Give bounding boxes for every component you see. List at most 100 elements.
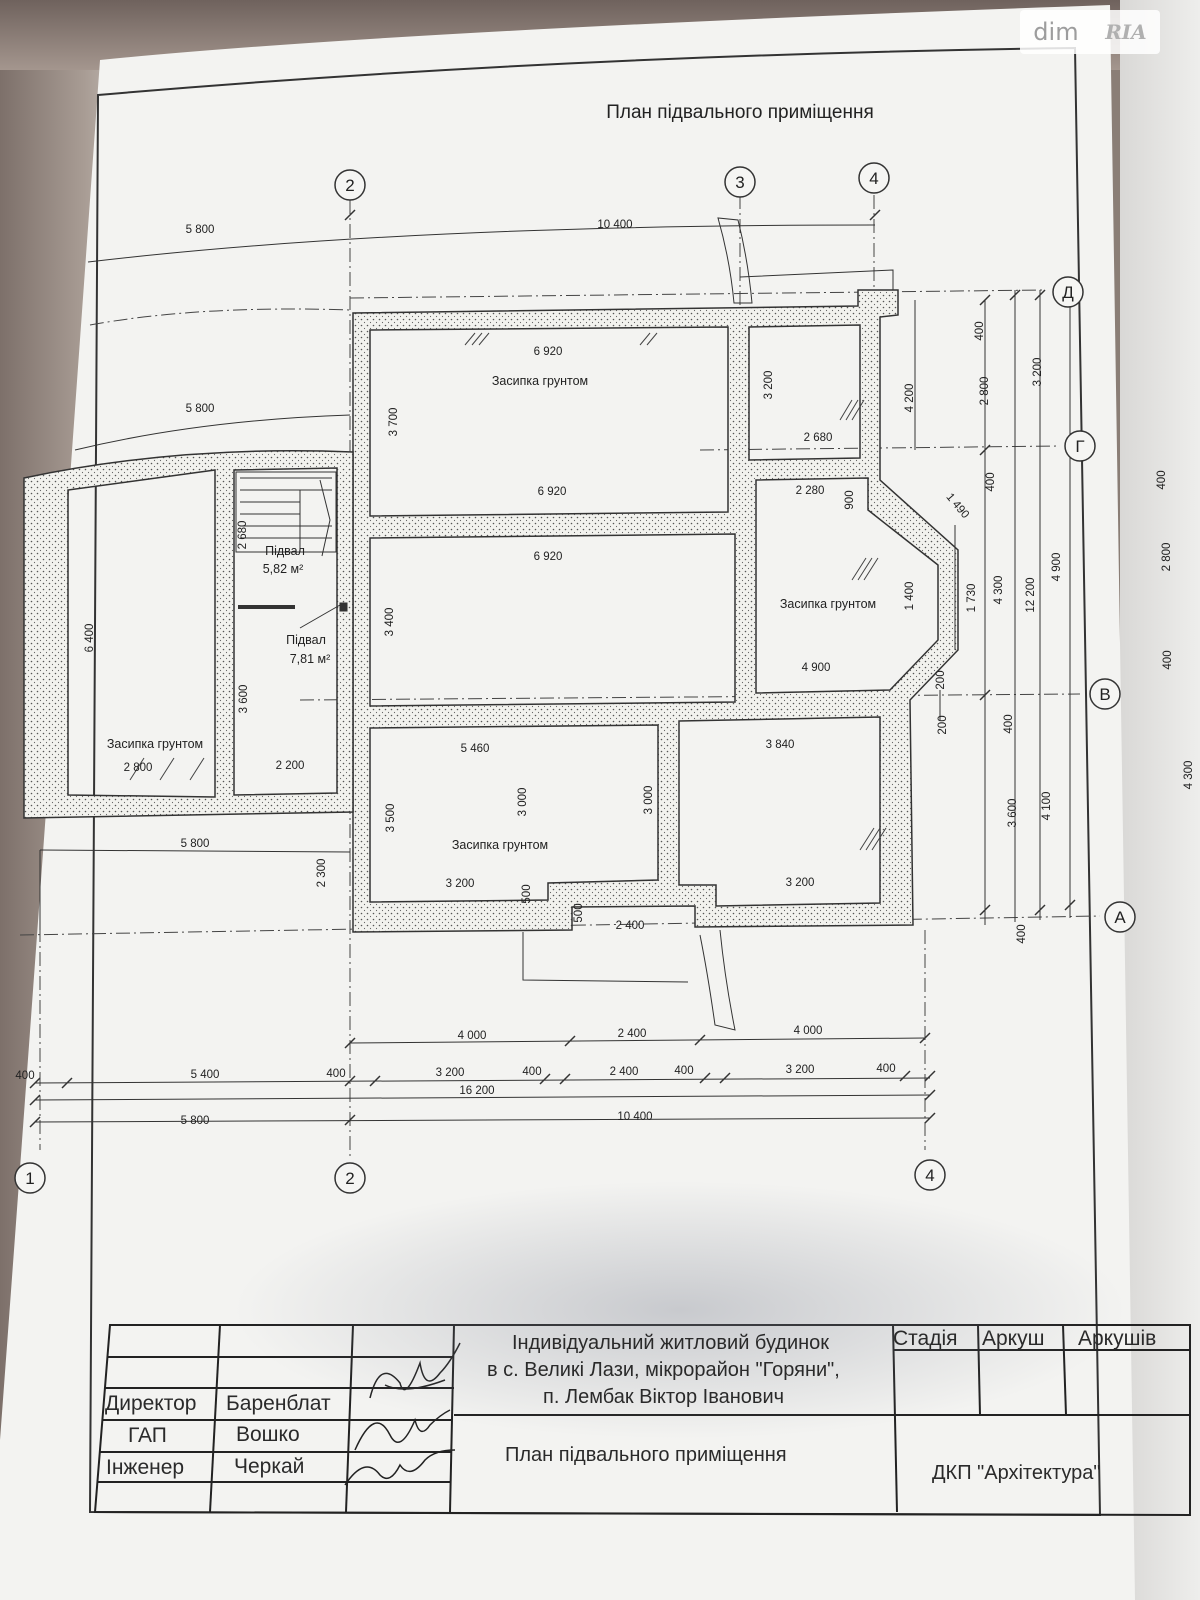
name-gap: Вошко xyxy=(236,1423,300,1446)
dim-text: 2 400 xyxy=(616,920,645,932)
dim-text: 500 xyxy=(573,903,585,922)
dim-text: 2 680 xyxy=(237,521,249,550)
dim-text: 3 600 xyxy=(238,685,250,714)
dim-text: 5 800 xyxy=(181,838,210,850)
company-name: ДКП "Архітектура" xyxy=(932,1462,1101,1484)
role-director: Директор xyxy=(105,1392,197,1415)
axis-bubble-A xyxy=(1104,901,1136,933)
dim-text: 400 xyxy=(974,321,986,340)
dim-text: 3 000 xyxy=(643,786,655,815)
dim-text: 6 920 xyxy=(534,551,563,563)
right-dimension-lines xyxy=(914,290,1071,925)
dim-text: 2 800 xyxy=(1161,543,1173,572)
dim-text: 2 800 xyxy=(124,762,153,774)
dim-text: 3 200 xyxy=(763,371,775,400)
dim-text: 3 840 xyxy=(766,739,795,751)
dim-text: 3 500 xyxy=(385,804,397,833)
drawing-frame xyxy=(88,46,1102,1517)
axis-label-2-bottom: 2 xyxy=(345,1169,354,1188)
dim-text: 5 800 xyxy=(186,403,215,415)
dim-text: 6 920 xyxy=(534,346,563,358)
plan-title: План підвального приміщення xyxy=(606,102,874,123)
dim-text: 400 xyxy=(15,1070,34,1082)
dim-text: 3 200 xyxy=(436,1067,465,1079)
sheet-header: Аркуш xyxy=(982,1327,1045,1350)
name-director: Баренблат xyxy=(226,1392,331,1415)
axis-labels: 2 3 4 Д Г В А 1 2 4 xyxy=(25,169,1126,1188)
axis-bubble-2-top xyxy=(334,169,366,201)
hatch-accents xyxy=(129,332,887,851)
dim-text: 400 xyxy=(1162,650,1174,669)
dim-text: 2 400 xyxy=(610,1066,639,1078)
dim-text: 4 000 xyxy=(794,1025,823,1037)
dim-text: 2 280 xyxy=(796,485,825,497)
axis-label-G: Г xyxy=(1075,437,1084,456)
top-dimension-lines xyxy=(39,224,876,930)
axis-bubble-4-bottom xyxy=(914,1159,946,1191)
dim-text: 400 xyxy=(1003,714,1015,733)
dim-text: 5 800 xyxy=(186,224,215,236)
dim-text: 400 xyxy=(1016,924,1028,943)
dim-text: 400 xyxy=(876,1063,895,1075)
dim-text: 3 700 xyxy=(388,408,400,437)
dim-text: 5 400 xyxy=(191,1069,220,1081)
axis-label-3-top: 3 xyxy=(735,173,744,192)
axis-label-V: В xyxy=(1099,685,1110,704)
dim-text: 4 900 xyxy=(1051,553,1063,582)
dim-text: 400 xyxy=(674,1065,693,1077)
dim-text: 400 xyxy=(522,1066,541,1078)
background-right-page xyxy=(1120,0,1200,1600)
walls xyxy=(23,289,959,933)
watermark-logo: dim RIA xyxy=(1020,10,1160,54)
dim-text: 200 xyxy=(935,670,947,689)
dim-text: 5 800 xyxy=(181,1115,210,1127)
dimension-ticks xyxy=(29,209,1076,1128)
paper-sheet xyxy=(0,5,1135,1600)
room-basement-large-area: 7,81 м² xyxy=(290,652,331,666)
dim-text: 2 680 xyxy=(804,432,833,444)
dim-text: 4 300 xyxy=(993,576,1005,605)
dim-text: 900 xyxy=(844,490,856,509)
watermark-dim: dim xyxy=(1033,18,1079,46)
role-engineer: Інженер xyxy=(106,1456,185,1479)
project-line-3: п. Лембак Віктор Іванович xyxy=(543,1386,785,1408)
dim-text: 4 200 xyxy=(904,384,916,413)
axis-label-D: Д xyxy=(1062,283,1074,302)
dim-text: 2 400 xyxy=(618,1028,647,1040)
stage-header: Стадія xyxy=(893,1327,958,1350)
dim-text: 10 400 xyxy=(617,1111,652,1123)
room-backfill-bottom: Засипка грунтом xyxy=(452,838,548,852)
axis-bubble-V xyxy=(1089,678,1121,710)
dim-text: 3 400 xyxy=(384,608,396,637)
project-line-1: Індивідуальний житловий будинок xyxy=(512,1332,830,1354)
axis-bubble-3-top xyxy=(724,166,756,198)
axis-label-2-top: 2 xyxy=(345,176,354,195)
dim-text: 6 400 xyxy=(84,624,96,653)
dim-text: 400 xyxy=(326,1068,345,1080)
dim-text: 4 100 xyxy=(1041,792,1053,821)
axis-bubbles xyxy=(14,162,1136,1194)
entrance xyxy=(522,217,894,1031)
axis-bubble-4-top xyxy=(858,162,890,194)
vertical-dimension-labels: 3 700 3 200 900 1 490 1 400 2 680 3 400 … xyxy=(84,321,1195,943)
dim-text: 3 200 xyxy=(446,878,475,890)
axis-bubble-1-bottom xyxy=(14,1162,46,1194)
drawing-title: План підвального приміщення xyxy=(505,1444,787,1466)
role-gap: ГАП xyxy=(128,1424,167,1447)
title-block xyxy=(93,1324,1191,1517)
axis-label-4-bottom: 4 xyxy=(925,1166,934,1185)
dim-text: 2 300 xyxy=(316,859,328,888)
dimension-labels: 5 800 10 400 5 800 5 800 6 920 6 920 6 9… xyxy=(15,219,895,1127)
axis-label-4-top: 4 xyxy=(869,169,878,188)
dim-text: 400 xyxy=(1156,470,1168,489)
dim-text: 4 900 xyxy=(802,662,831,674)
dim-text: 10 400 xyxy=(597,219,632,231)
axis-label-A: А xyxy=(1114,908,1126,927)
dim-text: 16 200 xyxy=(459,1085,494,1097)
room-backfill-left: Засипка грунтом xyxy=(107,737,203,751)
dim-text: 1 730 xyxy=(966,584,978,613)
sheets-header: Аркушів xyxy=(1078,1327,1157,1350)
dim-text: 3 600 xyxy=(1007,799,1019,828)
photo-shadow xyxy=(230,1180,1130,1440)
